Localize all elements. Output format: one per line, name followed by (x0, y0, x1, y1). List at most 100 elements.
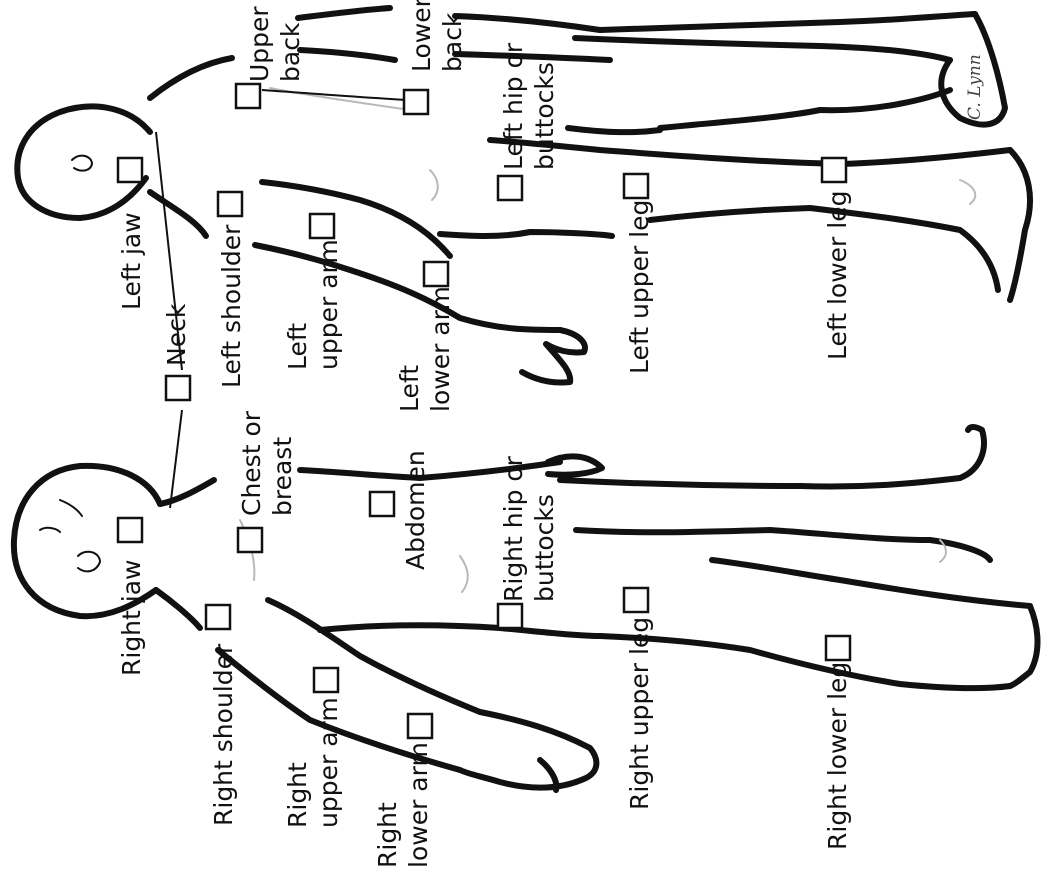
label-line: Chest or (237, 410, 266, 516)
checkbox-right-jaw[interactable] (118, 518, 142, 542)
checkbox-left-jaw[interactable] (118, 158, 142, 182)
back-buttock-line (568, 128, 660, 132)
front-right-leg-inner (600, 636, 1010, 688)
back-arm-outer (255, 245, 560, 330)
front-right-leg-top (712, 560, 1030, 606)
checkbox-left-shoulder[interactable] (218, 192, 242, 216)
front-right-foot (1010, 606, 1038, 686)
back-torso-left (440, 232, 612, 236)
checkbox-right-upper-arm[interactable] (314, 668, 338, 692)
checkbox-left-upper-leg[interactable] (624, 174, 648, 198)
label-left-jaw: Left jaw (117, 212, 146, 310)
back-neck-line (150, 192, 206, 236)
front-sketch-1 (460, 556, 468, 592)
label-right-lower-leg: Right lower leg (823, 662, 852, 850)
label-line: upper arm (314, 239, 343, 370)
label-lower-back: Lowerback (407, 0, 467, 72)
checkbox-neck[interactable] (166, 376, 190, 400)
label-right-hip: Right hip orbuttocks (499, 455, 559, 602)
front-right-hand (460, 712, 596, 788)
artist-signature: C. Lynn (965, 54, 985, 120)
label-line: upper arm (314, 697, 343, 828)
back-top-line-1 (298, 8, 390, 18)
front-neck-bottom (156, 590, 200, 628)
label-left-shoulder: Left shoulder (217, 224, 246, 388)
label-line: Lower (407, 0, 436, 72)
checkboxes (118, 84, 850, 738)
back-upper-torso-line (150, 58, 232, 98)
label-line: lower arm (404, 742, 433, 868)
label-line: Left hip or (499, 42, 528, 170)
front-inner-left-leg (576, 530, 990, 560)
checkbox-left-hip[interactable] (498, 176, 522, 200)
back-left-foot-lower (1010, 150, 1030, 300)
back-sketch-2 (960, 180, 975, 204)
checkbox-chest[interactable] (238, 528, 262, 552)
label-line: Neck (162, 303, 191, 366)
checkbox-right-lower-leg[interactable] (826, 636, 850, 660)
label-line: Right lower leg (823, 662, 852, 850)
label-line: Right (373, 802, 402, 868)
label-line: buttocks (530, 494, 559, 602)
label-line: Right shoulder (209, 643, 238, 826)
checkbox-right-shoulder[interactable] (206, 605, 230, 629)
label-line: Left shoulder (217, 224, 246, 388)
back-top-line-2 (300, 50, 395, 60)
front-right-hip (320, 625, 600, 636)
label-line: Right hip or (499, 455, 528, 602)
label-line: Left upper leg (625, 200, 654, 374)
label-line: Left (395, 365, 424, 412)
label-line: Upper (245, 6, 274, 82)
label-right-upper-arm: Rightupper arm (283, 697, 343, 828)
label-line: Abdomen (401, 450, 430, 570)
label-chest: Chest orbreast (237, 410, 297, 516)
checkbox-right-lower-arm[interactable] (408, 714, 432, 738)
label-neck: Neck (162, 303, 191, 366)
label-line: lower arm (426, 286, 455, 412)
label-left-lower-arm: Leftlower arm (395, 286, 455, 412)
checkbox-upper-back[interactable] (236, 84, 260, 108)
checkbox-abdomen[interactable] (370, 492, 394, 516)
front-shoulder-top (160, 480, 214, 504)
checkbox-right-hip[interactable] (498, 604, 522, 628)
label-right-lower-arm: Rightlower arm (373, 742, 433, 868)
checkbox-lower-back[interactable] (404, 90, 428, 114)
label-right-jaw: Right jaw (117, 560, 146, 677)
back-ear (72, 156, 92, 171)
back-hand (522, 330, 585, 383)
label-line: buttocks (530, 62, 559, 170)
label-line: Left lower leg (823, 191, 852, 360)
checkbox-left-upper-arm[interactable] (310, 214, 334, 238)
label-left-upper-leg: Left upper leg (625, 200, 654, 374)
back-right-leg-top (575, 38, 950, 60)
label-left-hip: Left hip orbuttocks (499, 42, 559, 170)
back-torso-side (490, 140, 1010, 164)
label-line: back (276, 22, 305, 82)
label-line: back (438, 12, 467, 72)
back-top-line-4 (455, 54, 610, 60)
front-right-upper-arm (268, 600, 480, 712)
label-line: Right (283, 762, 312, 828)
label-line: Left (283, 323, 312, 370)
label-abdomen: Abdomen (401, 450, 430, 570)
checkbox-left-lower-leg[interactable] (822, 158, 846, 182)
checkbox-left-lower-arm[interactable] (424, 262, 448, 286)
back-left-calf (660, 90, 950, 128)
back-sketch-1 (430, 170, 438, 200)
label-left-lower-leg: Left lower leg (823, 191, 852, 360)
front-left-foot (960, 427, 984, 478)
label-line: Right upper leg (625, 617, 654, 810)
back-upper-arm-line (262, 182, 450, 256)
front-left-leg-outer (560, 478, 960, 487)
label-right-upper-leg: Right upper leg (625, 617, 654, 810)
label-line: breast (268, 437, 297, 516)
checkbox-right-upper-leg[interactable] (624, 588, 648, 612)
front-face-1 (60, 500, 82, 516)
back-top-line-3 (455, 14, 975, 30)
label-line: Right jaw (117, 560, 146, 677)
front-ear (78, 552, 100, 572)
label-right-shoulder: Right shoulder (209, 643, 238, 826)
